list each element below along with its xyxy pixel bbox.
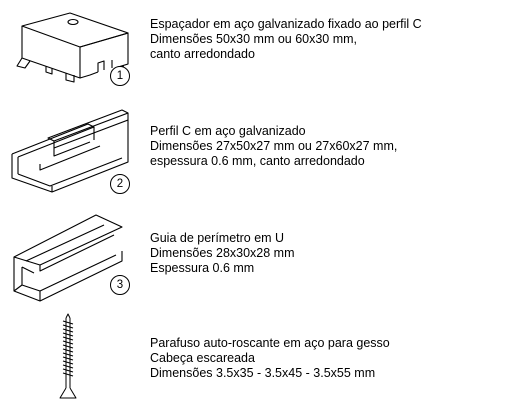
item-detail-line: Dimensões 50x30 mm ou 60x30 mm,	[150, 32, 358, 46]
item-title: Espaçador em aço galvanizado fixado ao p…	[150, 17, 422, 31]
item-detail-line: espessura 0.6 mm, canto arredondado	[150, 154, 365, 168]
item-detail-line: canto arredondado	[150, 47, 255, 61]
component-item-screw: Parafuso auto-roscante em aço para gesso…	[0, 310, 505, 402]
item-description: Espaçador em aço galvanizado fixado ao p…	[150, 17, 422, 62]
item-number-badge: 2	[110, 174, 130, 194]
u-guide-icon	[13, 214, 123, 302]
item-detail-line: Espessura 0.6 mm	[150, 261, 255, 275]
c-profile-icon	[11, 109, 129, 193]
item-detail-line: Dimensões 27x50x27 mm ou 27x60x27 mm,	[150, 139, 398, 153]
item-description: Perfil C em aço galvanizado Dimensões 27…	[150, 124, 397, 169]
item-detail-line: Cabeça escareada	[150, 351, 255, 365]
component-item-c-profile: 2 Perfil C em aço galvanizado Dimensões …	[0, 100, 505, 200]
item-detail-line: Dimensões 28x30x28 mm	[150, 246, 295, 260]
item-title: Guia de perímetro em U	[150, 231, 285, 245]
item-title: Parafuso auto-roscante em aço para gesso	[150, 336, 390, 350]
component-item-spacer: 1 Espaçador em aço galvanizado fixado ao…	[0, 0, 505, 95]
item-number-badge: 3	[110, 275, 130, 295]
item-description: Guia de perímetro em U Dimensões 28x30x2…	[150, 231, 295, 276]
item-description: Parafuso auto-roscante em aço para gesso…	[150, 336, 390, 381]
item-detail-line: Dimensões 3.5x35 - 3.5x45 - 3.5x55 mm	[150, 366, 376, 380]
item-number-badge: 1	[110, 66, 130, 86]
drywall-screw-icon	[59, 313, 77, 399]
item-title: Perfil C em aço galvanizado	[150, 124, 306, 138]
component-item-u-guide: 3 Guia de perímetro em U Dimensões 28x30…	[0, 205, 505, 305]
